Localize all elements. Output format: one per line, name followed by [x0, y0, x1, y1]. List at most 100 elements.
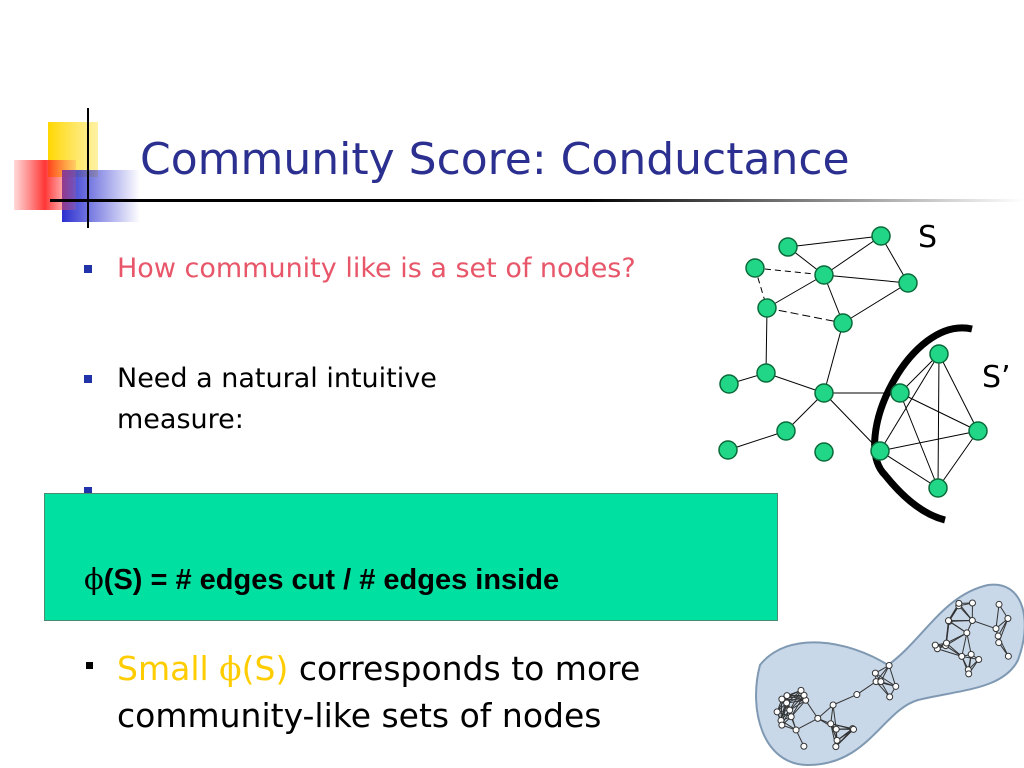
graph-node: [833, 313, 853, 333]
graph-node: [968, 421, 988, 441]
dumbbell-node: [963, 629, 971, 637]
bullet-marker: [84, 487, 92, 495]
graph-node: [814, 383, 834, 403]
dumbbell-node: [778, 721, 786, 729]
dumbbell-edge: [856, 681, 877, 695]
dumbbell-node: [968, 599, 976, 607]
graph-node: [757, 298, 777, 318]
dumbbell-edge: [780, 699, 783, 721]
cut-curve: [871, 324, 973, 524]
dumbbell-network-illustration: [755, 583, 1024, 767]
small-highlight: Small: [117, 649, 220, 688]
dumbbell-edge: [817, 717, 837, 730]
formula-text: (S) = # edges cut / # edges inside: [103, 564, 560, 596]
dumbbell-node: [797, 686, 805, 694]
conclusion-rest: corresponds to more community-like sets …: [117, 649, 641, 735]
dumbbell-node: [955, 599, 963, 607]
dumbbell-node: [853, 691, 861, 699]
dumbbell-node: [783, 692, 791, 700]
phi-symbol: ϕ: [84, 562, 104, 596]
dumbbell-node: [942, 639, 950, 647]
bullet-marker: [84, 375, 92, 383]
dumbbell-node: [975, 655, 983, 663]
dumbbell-node: [992, 625, 1000, 633]
phi-symbol: ϕ: [219, 649, 242, 688]
dumbbell-edge: [832, 704, 837, 730]
graph-node: [928, 478, 948, 498]
dumbbell-node: [829, 701, 837, 709]
dumbbell-node: [773, 708, 781, 716]
dumbbell-node: [814, 714, 822, 722]
dumbbell-edge: [795, 717, 819, 731]
dumbbell-node: [833, 736, 841, 744]
dumbbell-node: [1004, 652, 1012, 660]
dumbbell-edge: [937, 648, 962, 657]
bullet-marker: [86, 662, 93, 669]
graph-node: [814, 265, 834, 285]
graph-node: [756, 363, 776, 383]
dumbbell-node: [832, 743, 840, 751]
dumbbell-node: [886, 693, 894, 701]
dumbbell-node: [931, 641, 939, 649]
dumbbell-node: [800, 691, 808, 699]
graph-node: [871, 226, 891, 246]
dumbbell-node: [827, 720, 835, 728]
dumbbell-edge: [888, 665, 897, 687]
graph-node: [870, 441, 890, 461]
dumbbell-node: [885, 661, 893, 669]
dumbbell-node: [1004, 615, 1012, 623]
graph-node: [778, 237, 798, 257]
dumbbell-edge: [805, 700, 819, 719]
conclusion-text: Small ϕ(S) corresponds to more community…: [117, 645, 737, 739]
graph-node: [776, 421, 796, 441]
title-underline: [50, 199, 1024, 202]
dumbbell-node: [786, 706, 794, 714]
dumbbell-edge: [790, 699, 807, 718]
bullet-marker: [84, 265, 92, 273]
dumbbell-node: [800, 742, 808, 750]
dumbbell-node: [967, 650, 975, 658]
label-set-s: S: [918, 220, 938, 255]
dumbbell-node: [995, 639, 1003, 647]
graph-node: [745, 258, 765, 278]
corner-decoration: [14, 108, 140, 228]
dumbbell-node: [968, 616, 976, 624]
graph-node: [929, 344, 949, 364]
dumbbell-edge: [875, 672, 897, 687]
dumbbell-node: [877, 678, 885, 686]
formula-box: [44, 493, 778, 621]
bullet-measure: Need a natural intuitive measure:: [117, 363, 437, 435]
small-highlight-s: (S): [241, 649, 289, 688]
dumbbell-edge: [832, 694, 858, 706]
dumbbell-node: [995, 600, 1003, 608]
bullet-question: How community like is a set of nodes?: [117, 253, 636, 284]
dumbbell-node: [944, 617, 952, 625]
dumbbell-edge: [972, 620, 997, 630]
label-set-s-prime: S’: [982, 360, 1011, 395]
dumbbell-node: [787, 713, 795, 721]
dumbbell-node: [994, 632, 1002, 640]
graph-node: [814, 442, 834, 462]
dumbbell-node: [871, 669, 879, 677]
graph-node: [890, 383, 910, 403]
dumbbell-node: [892, 682, 900, 690]
dumbbell-node: [965, 670, 973, 678]
graph-node: [718, 440, 738, 460]
slide-title: Community Score: Conductance: [140, 134, 850, 185]
dumbbell-node: [778, 695, 786, 703]
network-graph: [718, 226, 988, 524]
dumbbell-edge: [961, 632, 968, 657]
dumbbell-node: [850, 725, 858, 733]
dumbbell-edge: [789, 690, 802, 711]
conductance-formula: ϕ(S) = # edges cut / # edges inside: [84, 562, 559, 597]
graph-node: [898, 273, 918, 293]
dumbbell-node: [792, 726, 800, 734]
graph-node: [719, 374, 739, 394]
dumbbell-edge: [966, 632, 972, 655]
dumbbell-node: [832, 725, 840, 733]
dumbbell-edge: [790, 695, 805, 718]
dumbbell-edge: [995, 604, 1000, 629]
dumbbell-node: [958, 652, 966, 660]
dumbbell-node: [783, 699, 791, 707]
dumbbell-edge: [835, 729, 854, 747]
